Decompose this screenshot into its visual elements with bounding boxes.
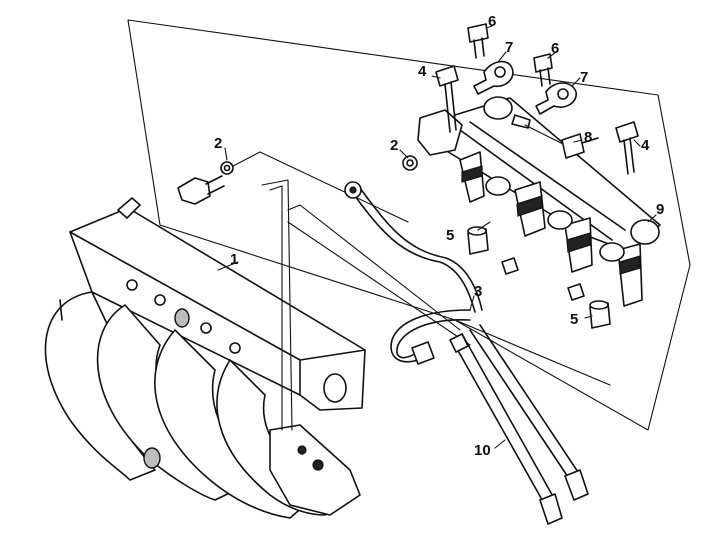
label-part-5-left: 5	[446, 227, 454, 244]
screw-6-right	[533, 53, 553, 87]
label-part-7-left: 7	[505, 39, 513, 56]
connector-8	[524, 124, 599, 159]
label-part-6-left: 6	[488, 13, 496, 30]
fuel-pipe	[261, 179, 471, 431]
bolt-4-left	[435, 65, 459, 133]
label-part-5-right: 5	[570, 311, 578, 328]
bolt-left	[177, 151, 409, 223]
intake-manifold	[44, 197, 366, 519]
label-part-3: 3	[474, 283, 482, 300]
screw-6-left	[467, 23, 489, 59]
fuel-injectors	[459, 151, 643, 307]
label-part-4-left: 4	[418, 63, 427, 80]
label-part-2-right: 2	[390, 137, 398, 154]
leader-lines	[217, 25, 657, 449]
label-part-10: 10	[474, 442, 491, 459]
reference-frame	[127, 19, 691, 431]
insulators	[467, 226, 611, 329]
label-part-9: 9	[656, 201, 664, 218]
label-part-2-left: 2	[214, 135, 222, 152]
label-part-7-right: 7	[580, 69, 588, 86]
washer-right	[402, 155, 418, 171]
clamp-7-left	[473, 60, 514, 95]
clamp-7-right	[535, 82, 577, 115]
label-part-1: 1	[230, 251, 238, 268]
label-part-6-right: 6	[551, 40, 559, 57]
label-part-4-right: 4	[641, 137, 650, 154]
label-part-8: 8	[584, 129, 592, 146]
ground-lead	[344, 181, 483, 313]
fuel-hoses	[449, 324, 589, 525]
bolt-4-right	[615, 121, 639, 175]
